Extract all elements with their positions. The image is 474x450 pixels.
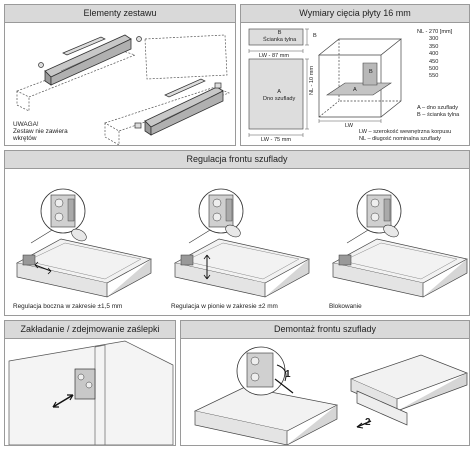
back-panel-letter: B [277, 30, 282, 36]
side-adjustment-drawer [16, 188, 152, 298]
bottom-panel-name: Dno szuflady [263, 95, 296, 102]
warning-line-3: wkrętów [13, 135, 37, 142]
nl-value: 500 [429, 66, 439, 73]
drawer-side-rail-right [144, 86, 224, 136]
bottom-panel-shape [248, 58, 304, 130]
back-panel-shape [248, 28, 304, 46]
iso-label-a: A [353, 87, 357, 93]
step-2-label: 2 [365, 417, 371, 428]
warning-line-1: UWAGA! [13, 121, 39, 128]
legend-b: B – ścianka tylna [417, 112, 460, 118]
panel-kit-elements: Elementy zestawu [4, 4, 236, 146]
insert-arrow [52, 394, 74, 408]
bottom-panel-iso [326, 82, 392, 96]
caption-side-adjustment: Regulacja boczna w zakresie ±1,5 mm [13, 303, 123, 310]
dimension-b-letter: B [313, 33, 317, 39]
note-nl: NL – długość nominalna szuflady [359, 136, 441, 142]
locking-drawer [332, 188, 468, 298]
panel-cutting-dimensions: Wymiary cięcia płyty 16 mm B Ścianka tyl… [240, 4, 470, 146]
nl-value: 350 [429, 43, 439, 50]
iso-label-lw: LW [345, 123, 353, 129]
warning-line-2: Zestaw nie zawiera [13, 128, 68, 135]
vertical-adjustment-drawer [174, 188, 310, 298]
drawer-side-rail-left [44, 34, 132, 86]
nl-value: NL - 270 [mm] [417, 29, 453, 35]
cutting-dimensions-drawing [248, 28, 402, 137]
iso-label-b: B [369, 69, 373, 75]
kit-elements-illustration [16, 34, 230, 145]
panel-title: Elementy zestawu [5, 5, 235, 23]
panel-front-removal: Demontaż frontu szuflady 1 2 [180, 320, 470, 446]
drawer-with-front [193, 346, 339, 445]
legend-a: A – dno szuflady [417, 105, 459, 111]
panel-title: Zakładanie / zdejmowanie zaślepki [5, 321, 175, 339]
front-adjustment-illustrations [16, 188, 468, 298]
step-1-label: 1 [285, 369, 291, 380]
panel-title: Wymiary cięcia płyty 16 mm [241, 5, 469, 23]
nl-value: 400 [429, 51, 439, 58]
nl-value: 450 [429, 58, 439, 65]
panel-cover-cap: Zakładanie / zdejmowanie zaślepki [4, 320, 176, 446]
back-panel-iso [362, 62, 378, 86]
panel-title: Demontaż frontu szuflady [181, 321, 469, 339]
panel-title: Regulacja frontu szuflady [5, 151, 469, 169]
bottom-panel-label: A Dno szuflady [263, 89, 295, 102]
nl-values-list: NL - 270 [mm] 300 350 400 450 500 550 [417, 29, 452, 81]
carcass-isometric [318, 38, 402, 118]
nl-value: 300 [429, 36, 439, 43]
panel-front-adjustment: Regulacja frontu szuflady [4, 150, 470, 316]
bottom-panel-letter: A [277, 89, 282, 95]
bottom-panel-width: LW - 75 mm [261, 137, 292, 143]
back-panel-name: Ścianka tylna [263, 36, 297, 43]
front-removal-illustration [193, 346, 468, 445]
back-panel-width: LW - 87 mm [259, 53, 290, 59]
caption-locking: Blokowanie [329, 303, 362, 310]
removed-front-drawer [350, 354, 468, 429]
cover-cap-illustration [8, 340, 174, 445]
note-lw: LW – szerokość wewnętrzna korpusu [359, 129, 452, 135]
bottom-panel-length: NL - 10 mm [309, 65, 315, 95]
back-panel-label: B Ścianka tylna [263, 30, 296, 43]
caption-vertical-adjustment: Regulacja w pionie w zakresie ±2 mm [171, 303, 278, 310]
nl-value: 550 [429, 73, 439, 80]
